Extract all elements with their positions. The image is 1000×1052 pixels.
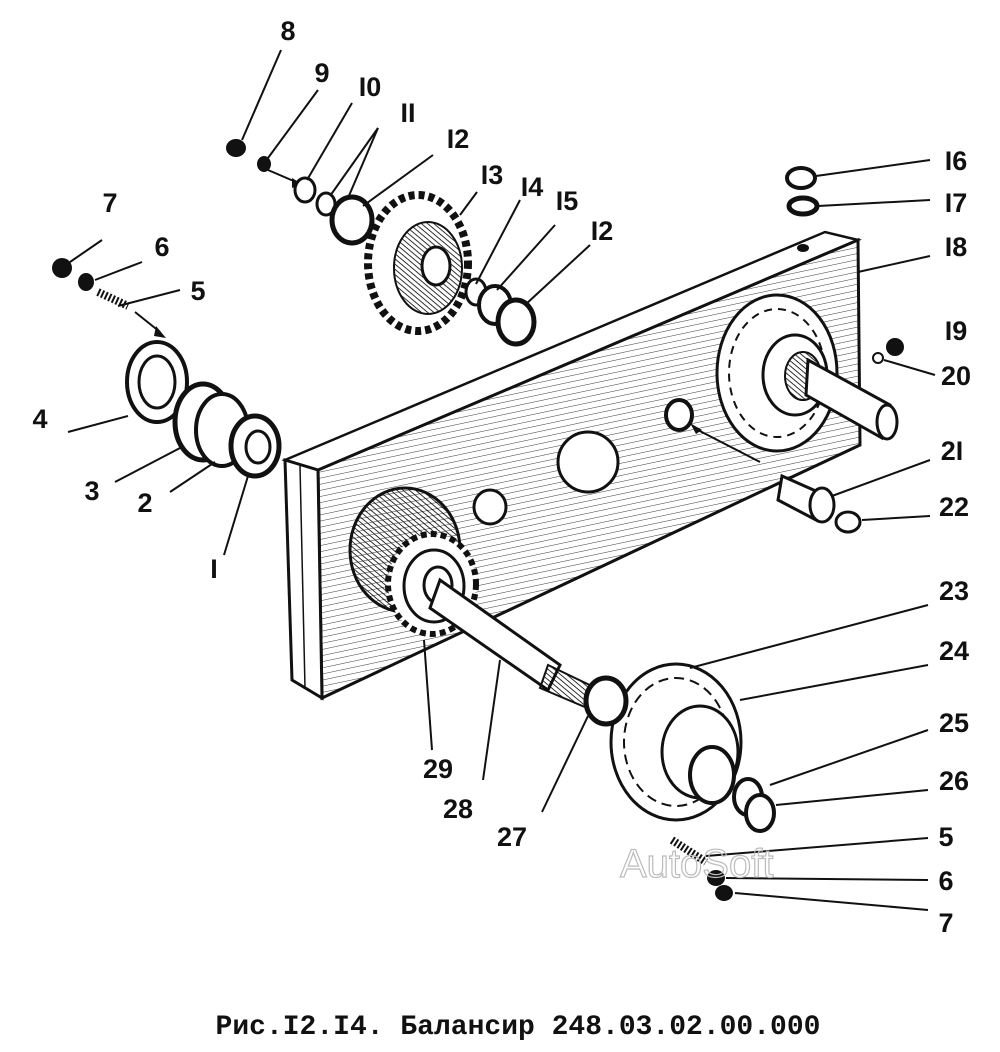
- label-12-right: I2: [591, 216, 614, 246]
- label-13: I3: [481, 160, 504, 190]
- label-19: I9: [945, 316, 968, 346]
- label-25: 25: [939, 708, 969, 738]
- label-6-bottom: 6: [938, 866, 953, 896]
- label-5-left: 5: [190, 276, 205, 306]
- label-17: I7: [945, 188, 968, 218]
- label-7-left: 7: [102, 188, 117, 218]
- part-labels: 8 9 I0 II I2 I3 I4 I5 I2 7 6 5 4 3 2 I I…: [32, 16, 971, 938]
- label-28: 28: [443, 794, 473, 824]
- plate-hole: [556, 430, 620, 494]
- label-7-bottom: 7: [938, 908, 953, 938]
- seal-ring: [664, 398, 694, 432]
- label-23: 23: [939, 576, 969, 606]
- left-bearing-group: [52, 258, 282, 479]
- figure-caption: Рис.I2.I4. Балансир 248.03.02.00.000: [216, 1012, 821, 1043]
- label-5-bottom: 5: [938, 822, 953, 852]
- label-14: I4: [521, 172, 544, 202]
- label-3: 3: [84, 476, 99, 506]
- label-10: I0: [359, 72, 382, 102]
- upper-flange-assembly: [664, 293, 899, 463]
- right-small-parts: [776, 166, 904, 534]
- watermark-text: AutoSoft: [620, 842, 773, 886]
- label-1: I: [210, 554, 218, 584]
- leader-lines: [67, 49, 936, 911]
- label-24: 24: [939, 636, 969, 666]
- lower-flange-assembly: [583, 662, 776, 901]
- label-26: 26: [939, 766, 969, 796]
- label-20: 20: [941, 361, 971, 391]
- label-2: 2: [137, 488, 152, 518]
- label-8: 8: [280, 16, 295, 46]
- lower-gear-and-shaft: [348, 486, 602, 712]
- label-12-top: I2: [447, 124, 470, 154]
- label-9: 9: [314, 58, 329, 88]
- label-18: I8: [945, 232, 968, 262]
- label-15: I5: [556, 186, 579, 216]
- label-16: I6: [945, 146, 968, 176]
- label-27: 27: [497, 822, 527, 852]
- label-11: II: [400, 98, 415, 128]
- label-22: 22: [939, 492, 969, 522]
- label-4: 4: [32, 404, 47, 434]
- label-6-left: 6: [154, 232, 169, 262]
- upper-gear-group: [226, 139, 537, 347]
- label-21: 2I: [941, 436, 964, 466]
- label-29: 29: [423, 754, 453, 784]
